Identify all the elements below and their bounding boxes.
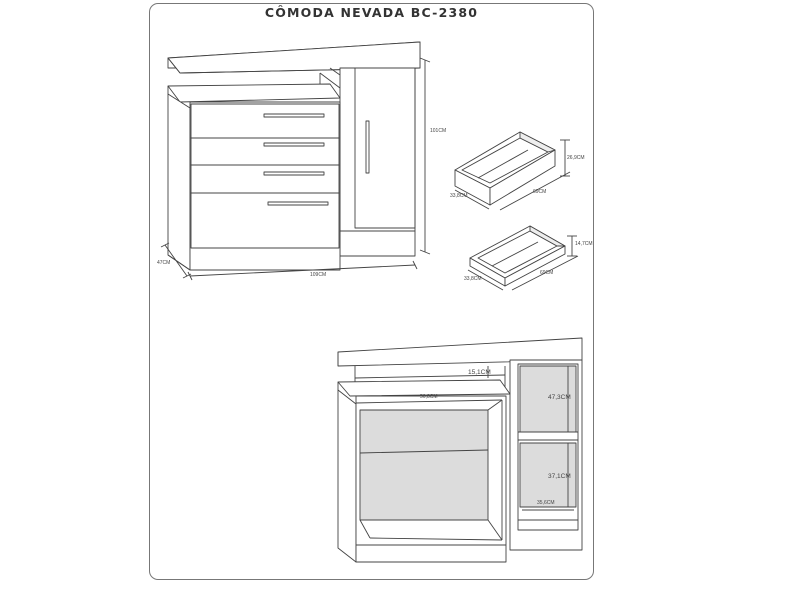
label-drawer-upper-height: 26,9CM	[567, 155, 585, 161]
label-upper-shelf: 47,3CM	[548, 394, 571, 401]
dresser-front-view	[167, 41, 421, 271]
label-drawer-upper-depth: 33,8CM	[450, 193, 468, 199]
label-drawer-lower-height: 14,7CM	[575, 241, 593, 247]
height-dimension-line	[419, 57, 431, 255]
label-main-width: 56,8CM	[420, 394, 438, 400]
label-drawer-lower-depth: 33,8CM	[464, 276, 482, 282]
drawer-lower-drawing	[469, 225, 566, 287]
page-frame	[149, 3, 594, 580]
label-depth: 47CM	[157, 260, 170, 266]
width-dimension-line	[187, 260, 418, 281]
label-height: 101CM	[430, 128, 446, 134]
label-top-niche: 15,1CM	[468, 369, 491, 376]
drawer-upper-drawing	[454, 131, 556, 206]
label-width: 109CM	[310, 272, 326, 278]
page-title: CÔMODA NEVADA BC-2380	[264, 5, 479, 20]
label-drawer-lower-width: 69CM	[540, 270, 553, 276]
label-drawer-upper-width: 69CM	[533, 189, 546, 195]
interior-dimension-lines	[355, 366, 574, 511]
label-lower-shelf: 37,1CM	[548, 473, 571, 480]
label-side-width: 35,6CM	[537, 500, 555, 506]
drawer-lower-dimension-lines	[467, 235, 579, 291]
drawer-upper-dimension-lines	[454, 139, 571, 211]
dresser-interior-view	[337, 337, 583, 563]
